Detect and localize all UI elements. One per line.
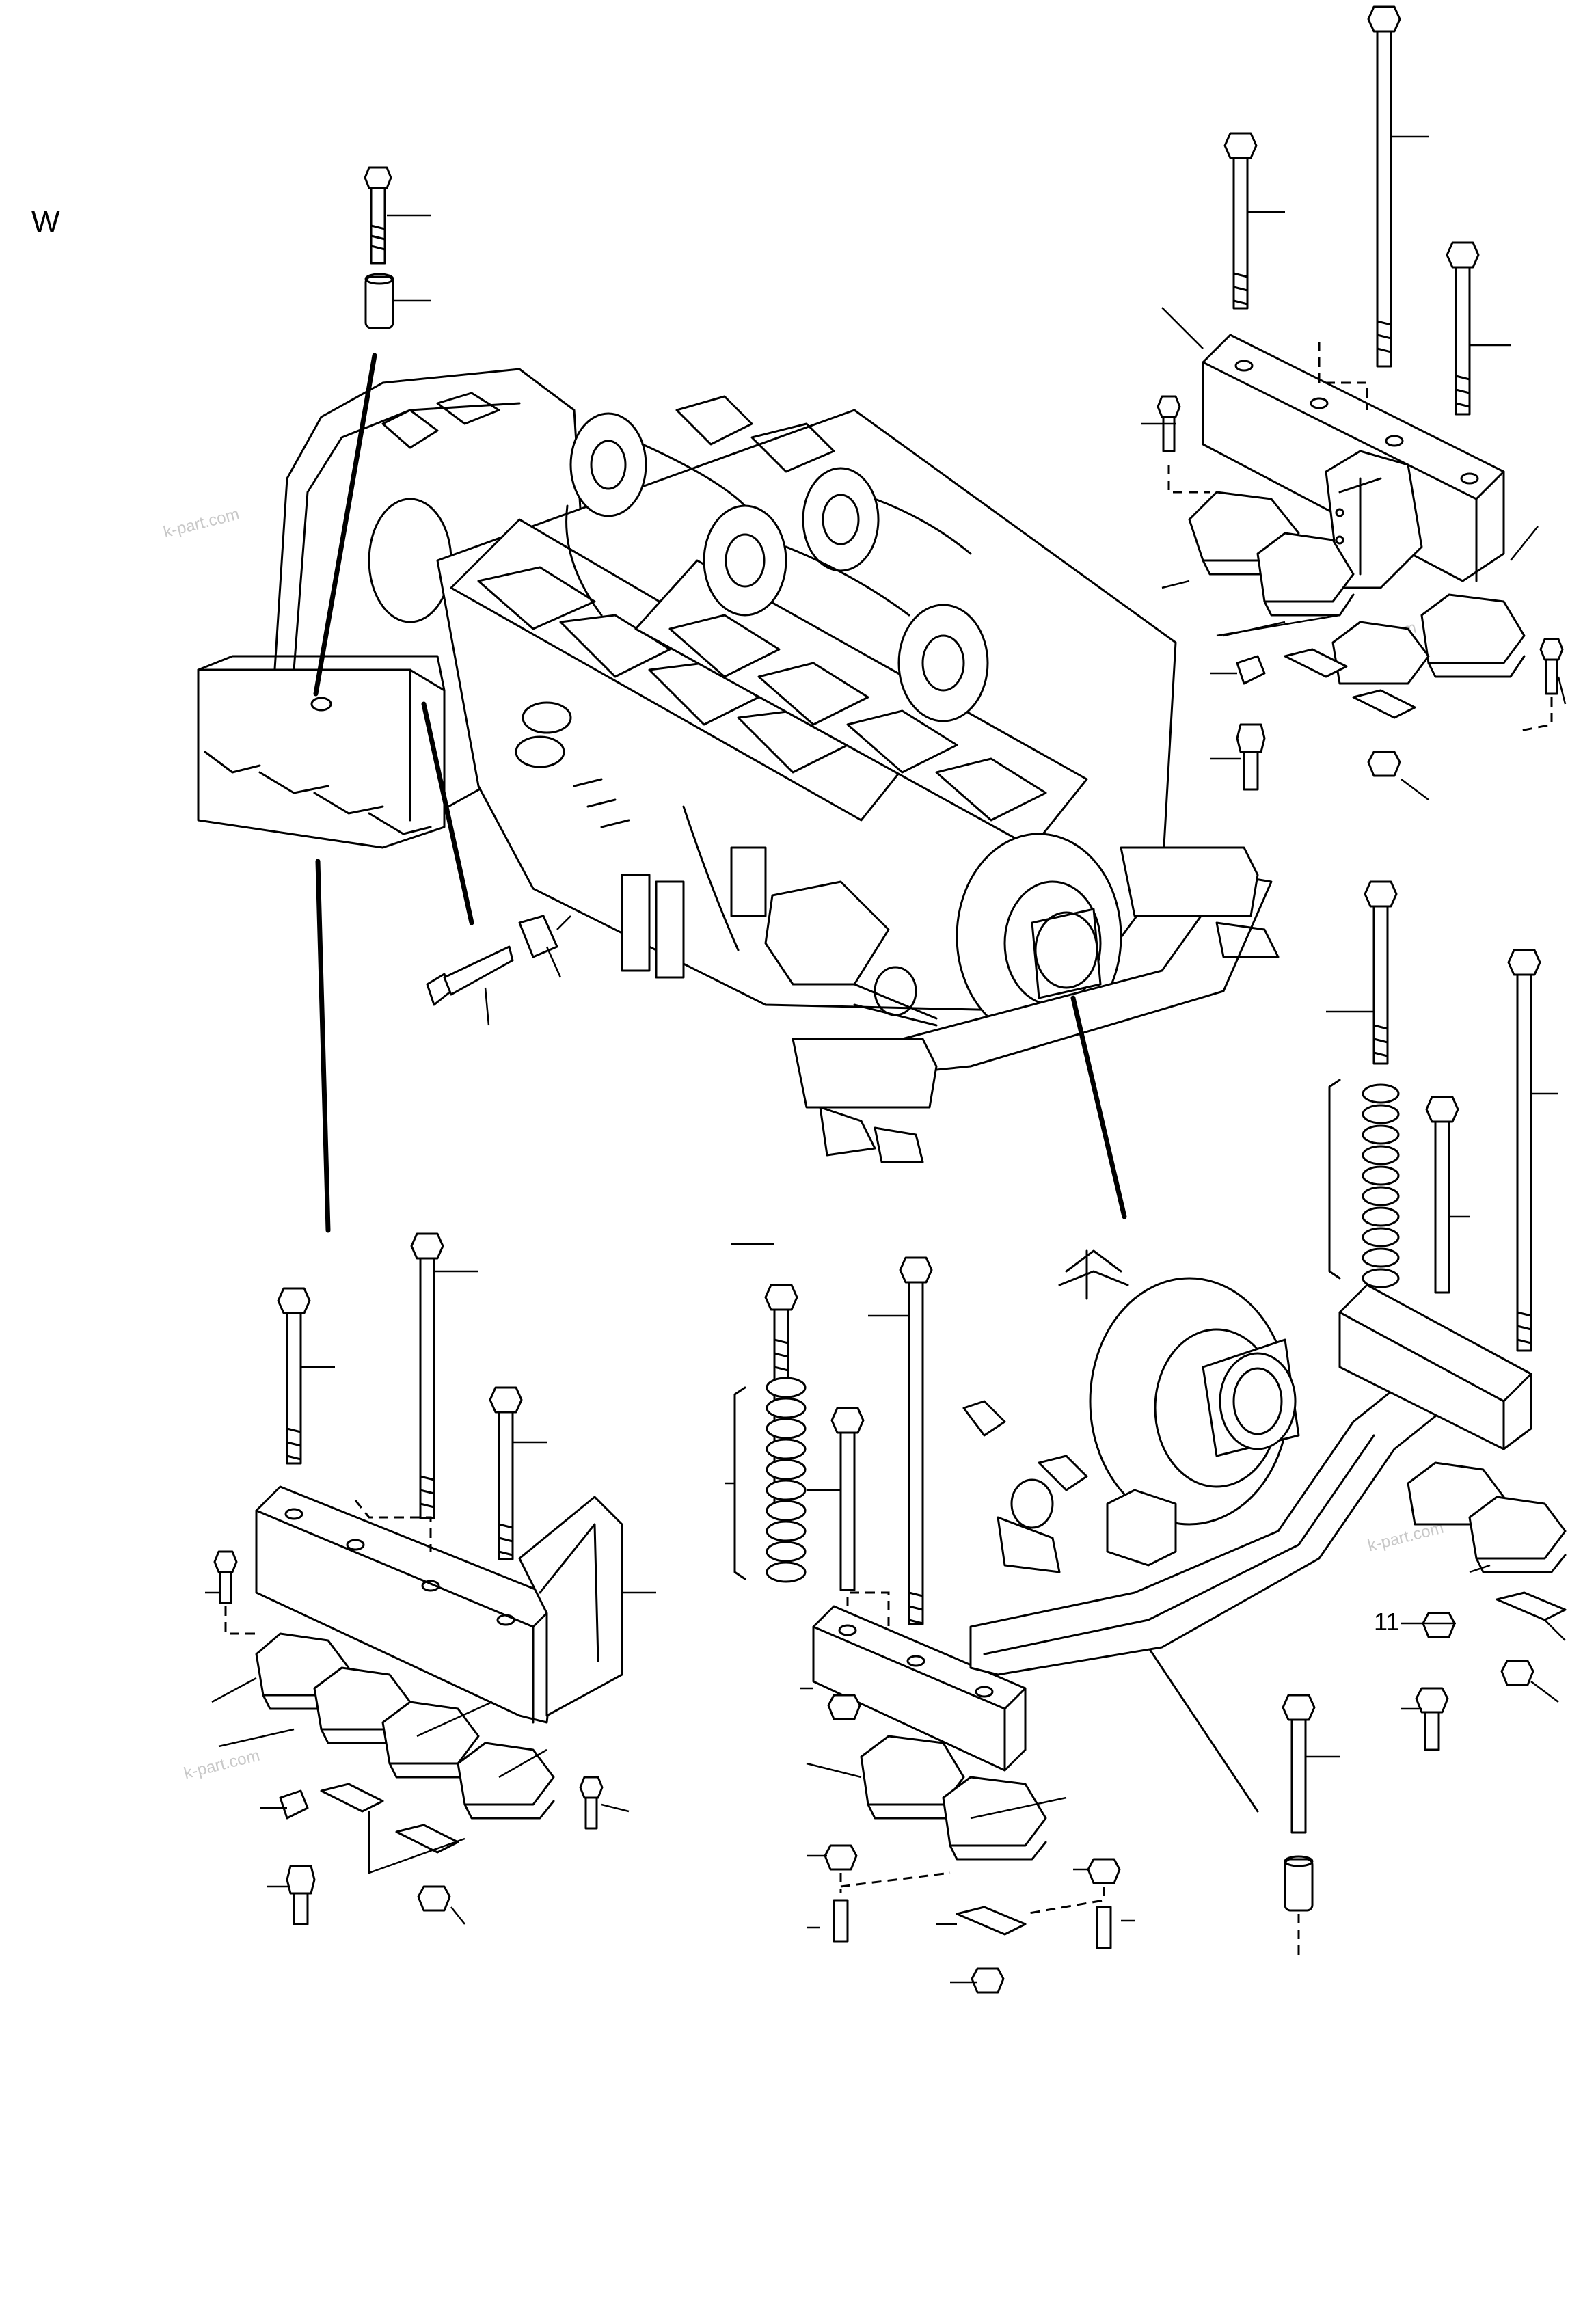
leader-arrow — [1070, 995, 1127, 1219]
leader-arrow — [313, 353, 377, 697]
bolt-and-spacer-upper-left — [364, 166, 431, 329]
mount-assembly-top-right — [1141, 5, 1567, 800]
front-frame-assembly — [962, 880, 1567, 1955]
corner-label: W — [31, 205, 60, 239]
engine-assembly — [197, 368, 1177, 1040]
mount-assembly-bottom-left — [205, 1232, 656, 1925]
callout-number-11: 11 — [1374, 1608, 1400, 1636]
horizontal-bolt-and-spacer — [426, 915, 571, 1026]
front-crossmember — [792, 846, 1280, 1163]
leader-arrow — [421, 701, 474, 925]
mount-assembly-bottom-center — [725, 1243, 1135, 1994]
leader-arrow — [315, 859, 331, 1233]
